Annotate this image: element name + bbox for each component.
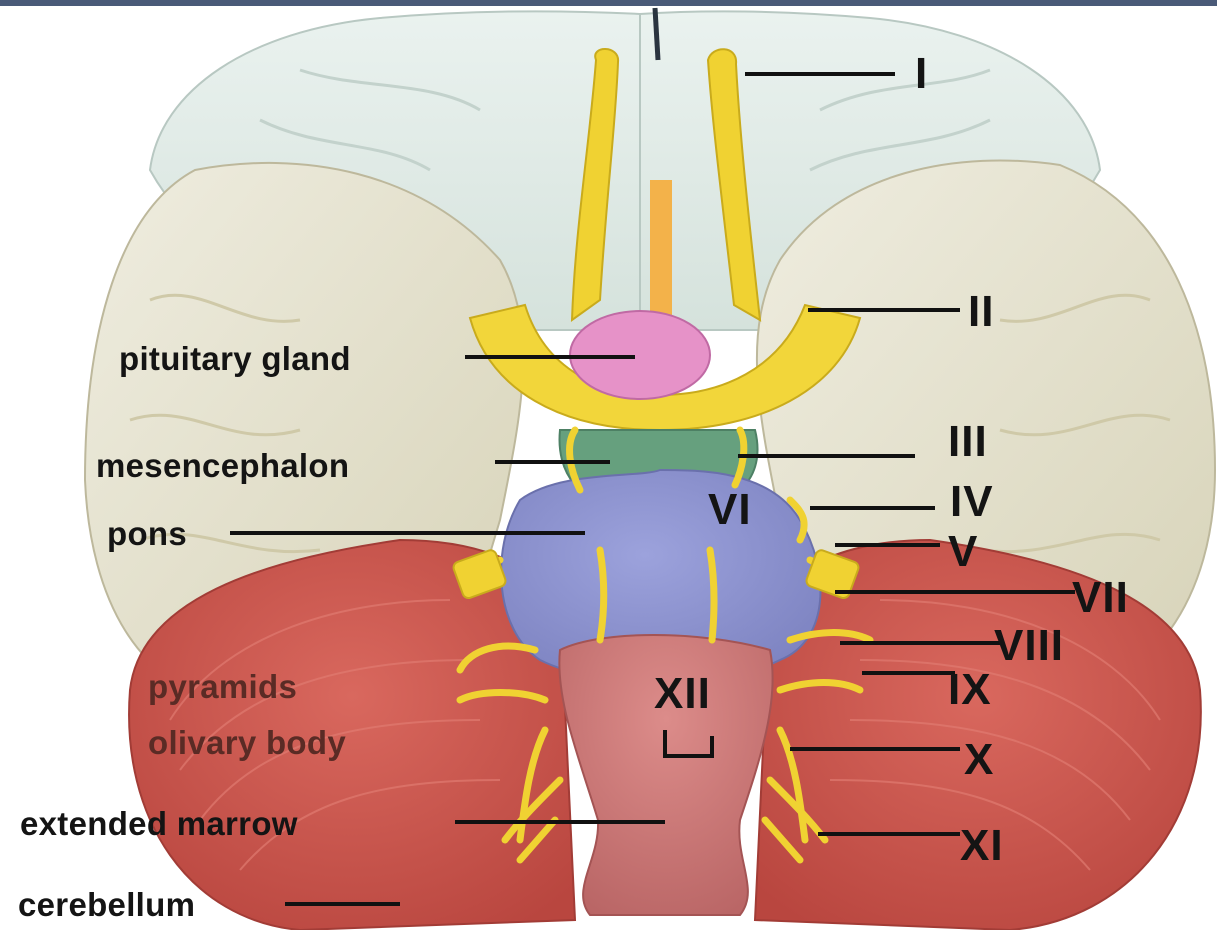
top-strip (0, 0, 1217, 6)
label-pons: pons (107, 517, 187, 550)
nerve-label-xi: XI (960, 824, 1004, 868)
nerve-label-vi: VI (708, 488, 752, 532)
label-cerebellum: cerebellum (18, 888, 195, 921)
label-pyramids: pyramids (148, 670, 297, 703)
nerve-label-iv: IV (950, 480, 994, 524)
nerve-label-i: I (915, 52, 928, 96)
nerve-label-iii: III (948, 420, 988, 464)
label-olivary-body: olivary body (148, 726, 346, 759)
nerve-label-ii: II (968, 290, 994, 334)
interhemispheric-fissure (655, 8, 658, 60)
nerve-label-xii: XII (654, 672, 711, 716)
label-mesencephalon: mesencephalon (96, 449, 349, 482)
nerve-label-vii: VII (1072, 576, 1129, 620)
nerve-label-viii: VIII (994, 624, 1064, 668)
label-pituitary-gland: pituitary gland (119, 342, 351, 375)
interhemispheric-stalk (650, 180, 672, 330)
nerve-label-ix: IX (948, 668, 992, 712)
label-extended-marrow: extended marrow (20, 807, 298, 840)
nerve-label-x: X (964, 738, 994, 782)
nerve-label-v: V (948, 530, 978, 574)
